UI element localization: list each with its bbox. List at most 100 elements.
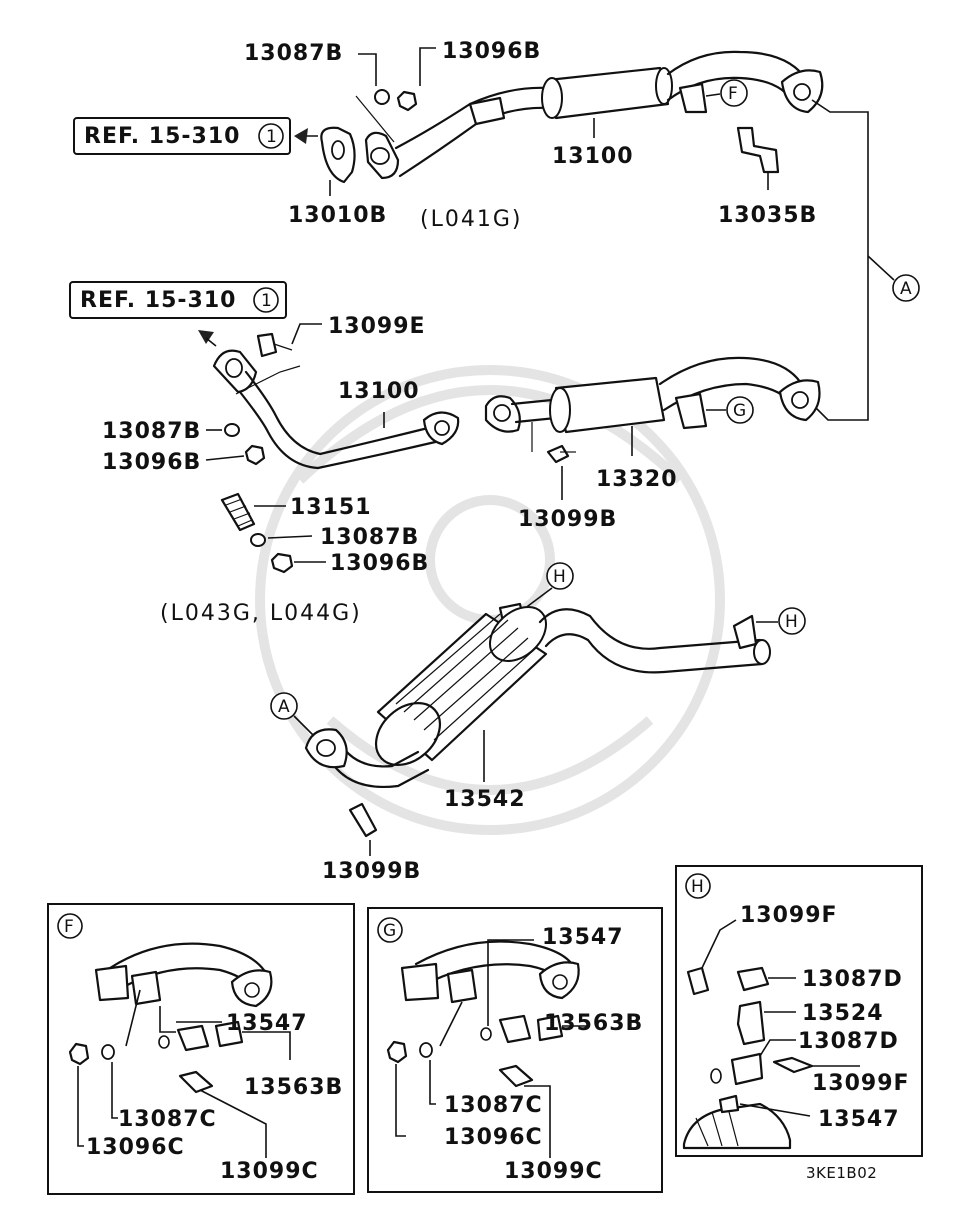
pipe-heat-shield [468,96,506,126]
muffler-13547-detail[interactable] [682,1102,792,1150]
svg-text:A: A [278,697,290,717]
label-13099B-middle: 13099B [518,507,617,532]
rubber-13087D-upper[interactable] [736,966,770,992]
label-13151: 13151 [290,495,372,520]
label-13524: 13524 [802,1001,884,1026]
label-13096C-F: 13096C [86,1135,185,1160]
label-13087D-lower: 13087D [798,1029,899,1054]
label-13099F-lower: 13099F [812,1071,910,1096]
label-13087B: 13087B [244,41,343,66]
label-13563B-G: 13563B [544,1011,643,1036]
connector-H-badge-right[interactable]: H [778,607,806,635]
svg-text:G: G [383,921,396,941]
lower-assembly: H H A 13542 13099B [270,562,806,884]
bolt-13099F-upper[interactable] [686,966,710,996]
label-13547-F: 13547 [226,1011,308,1036]
hanger-13524[interactable] [736,1000,766,1046]
washer-13087B-lower[interactable] [250,533,266,547]
bolt-13099C-G[interactable] [498,1064,534,1088]
label-13087B-middle: 13087B [102,419,201,444]
label-13099C-F: 13099C [220,1159,319,1184]
bracket-G [674,392,708,430]
svg-text:H: H [553,567,566,587]
hanger-H-rear [732,614,758,650]
label-13563B-F: 13563B [244,1075,343,1100]
center-muffler-13100[interactable] [546,66,670,120]
svg-text:H: H [785,612,798,632]
bracket-F [678,82,708,114]
svg-text:F: F [728,84,738,104]
spring-13151[interactable] [220,492,256,532]
nut-13096B-lower[interactable] [270,552,294,574]
arrow-head-icon [294,128,308,144]
nut-13096C-F[interactable] [68,1042,90,1066]
variant-middle: (L043G, L044G) [160,601,362,626]
reference-number: 1 [261,291,272,311]
connector-F-badge[interactable]: F [720,79,748,107]
connector-A-line [811,99,869,421]
reference-number: 1 [266,127,277,147]
label-13099F-upper: 13099F [740,903,838,928]
variant-top: (L041G) [420,207,522,232]
detail-F-panel: F 13547 13563B 13087C 13096C 13099C [47,903,355,1195]
rubber-13087D-lower[interactable] [730,1052,764,1086]
detail-H-panel: H 13099F 13087D 13524 13087D 13099F 1354… [675,865,923,1157]
bracket-13035B[interactable] [736,126,780,174]
svg-text:H: H [691,877,704,897]
middle-assembly: REF. 15-310 1 [69,281,821,626]
label-13099C-G: 13099C [504,1159,603,1184]
label-13087B-lower: 13087B [320,525,419,550]
reference-text: REF. 15-310 [84,124,240,149]
bolt-13099B-lower[interactable] [348,802,378,838]
bolt-13099E[interactable] [256,332,278,358]
label-13087C-F: 13087C [118,1107,217,1132]
svg-text:G: G [733,401,746,421]
connector-A-badge-lower[interactable]: A [270,692,298,720]
detail-G-panel: G 13547 13563B 13087C 13096C 13099C [367,907,663,1193]
arrow-up-left-icon [198,330,214,344]
reference-box-middle[interactable]: REF. 15-310 1 [69,281,287,319]
label-13099B-lower: 13099B [322,859,421,884]
label-13096B: 13096B [442,39,541,64]
top-assembly: REF. 15-310 1 F [73,39,824,232]
label-13100-middle: 13100 [338,379,420,404]
nut-13096B-middle[interactable] [244,444,266,466]
label-13320: 13320 [596,467,678,492]
tail-pipe-end [753,639,771,665]
bracket-13547-F[interactable] [130,970,162,1006]
bolt-13099B-middle[interactable] [546,444,570,464]
label-13096B-middle: 13096B [102,450,201,475]
label-13087D-upper: 13087D [802,967,903,992]
detail-F-badge[interactable]: F [57,913,83,939]
label-13547-G: 13547 [542,925,624,950]
muffler-13320[interactable] [554,376,666,434]
washer-13087B-middle[interactable] [224,423,240,437]
label-13087C-G: 13087C [444,1093,543,1118]
label-13010B: 13010B [288,203,387,228]
detail-G-badge[interactable]: G [377,917,403,943]
washer-13087C-F[interactable] [101,1044,115,1060]
svg-text:F: F [64,917,74,937]
clamp-13563B-G[interactable] [498,1014,532,1044]
label-13099E: 13099E [328,314,426,339]
label-13096B-lower: 13096B [330,551,429,576]
reference-text: REF. 15-310 [80,288,236,313]
washer-13087B[interactable] [374,89,390,105]
bolt-13099C-F[interactable] [178,1070,214,1094]
reference-box-top[interactable]: REF. 15-310 1 [73,117,291,155]
label-13542: 13542 [444,787,526,812]
clamp-13563B-F[interactable] [176,1024,210,1052]
connector-G-badge[interactable]: G [726,396,754,424]
label-13547-H: 13547 [818,1107,900,1132]
svg-text:A: A [900,279,912,299]
diagram-code: 3KE1B02 [806,1164,877,1182]
washer-13087C-G[interactable] [419,1042,433,1058]
detail-H-badge[interactable]: H [685,873,711,899]
nut-13096C-G[interactable] [386,1040,408,1064]
connector-H-badge-top[interactable]: H [546,562,574,590]
connector-A-badge-right[interactable]: A [892,274,920,302]
nut-13096B[interactable] [396,90,418,112]
bracket-13547-G[interactable] [446,968,478,1004]
